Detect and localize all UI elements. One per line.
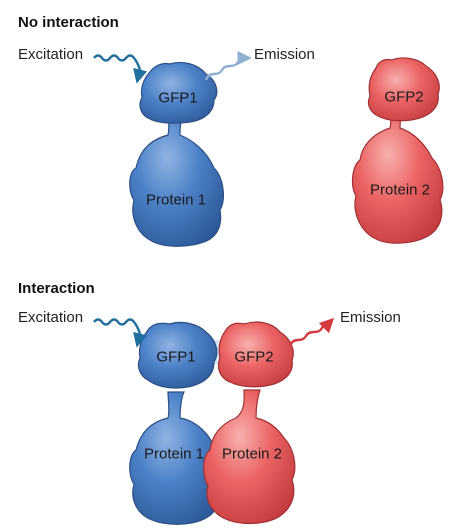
excitation-label-top: Excitation xyxy=(18,46,84,63)
emission-label-bottom: Emission xyxy=(340,309,401,326)
panel-title-no-interaction: No interaction xyxy=(18,14,119,31)
gfp1-barrel-bottom xyxy=(137,321,218,389)
blue-fusion-protein-bottom xyxy=(129,321,222,525)
emission-label-top: Emission xyxy=(254,46,315,63)
gfp1-barrel-top xyxy=(139,61,218,124)
red-fusion-protein-bottom xyxy=(203,321,296,525)
gfp2-label-top: GFP2 xyxy=(384,88,424,106)
protein1-label-top: Protein 1 xyxy=(145,191,207,209)
red-fusion-protein-top xyxy=(351,57,444,244)
gfp2-barrel-bottom xyxy=(217,321,294,388)
protein1-body-top xyxy=(129,109,224,247)
panel-title-interaction: Interaction xyxy=(18,280,95,297)
gfp1-label-top: GFP1 xyxy=(158,89,198,107)
excitation-arrow-top xyxy=(93,54,148,84)
protein2-body-top xyxy=(351,107,444,244)
gfp1-label-bottom: GFP1 xyxy=(156,348,196,366)
protein2-label-bottom: Protein 2 xyxy=(221,445,283,463)
emission-arrow-top xyxy=(204,50,252,81)
protein2-body-bottom xyxy=(203,389,296,525)
excitation-arrow-bottom xyxy=(93,318,148,348)
gfp2-barrel-top xyxy=(367,57,440,122)
excitation-label-bottom: Excitation xyxy=(18,309,84,326)
blue-fusion-protein-top xyxy=(129,61,224,247)
gfp2-label-bottom: GFP2 xyxy=(234,348,274,366)
protein1-label-bottom: Protein 1 xyxy=(143,445,205,463)
protein2-label-top: Protein 2 xyxy=(369,181,431,199)
emission-arrow-bottom xyxy=(288,317,335,347)
